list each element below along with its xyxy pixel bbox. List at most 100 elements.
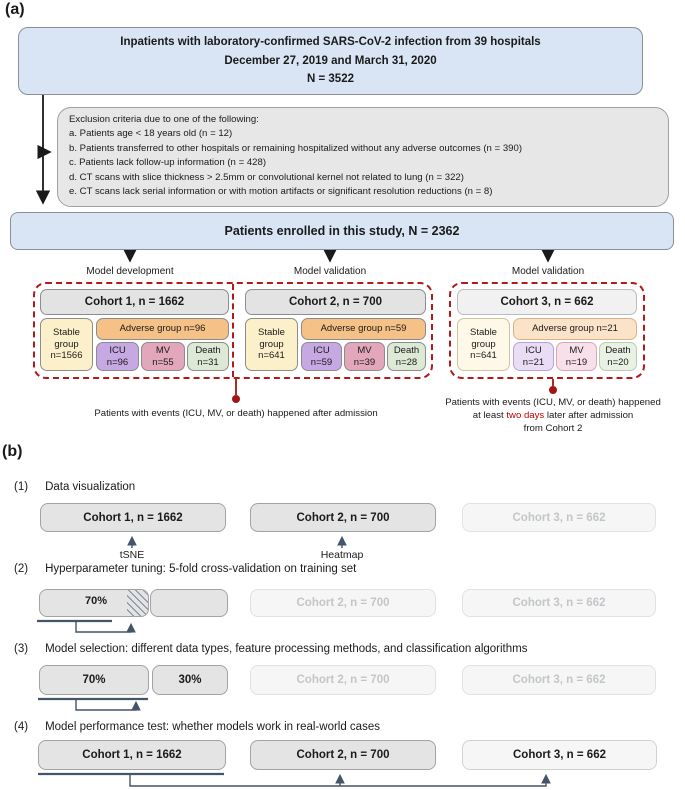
step4-cohort3-box: Cohort 3, n = 662 xyxy=(462,740,657,770)
step3-heading: (3) Model selection: different data type… xyxy=(14,643,527,655)
cohort3-stable-box: Stable group n=641 xyxy=(457,318,510,371)
cohort3-death-label: Death xyxy=(605,344,631,356)
cohort2-title-box: Cohort 2, n = 700 xyxy=(245,289,426,315)
step4-title: Model performance test: whether models w… xyxy=(45,721,380,733)
cohort1-mv-box: MV n=55 xyxy=(141,342,185,371)
cohort2-stable-l1: Stable xyxy=(258,327,285,339)
annotation-cohort3-line1: Patients with events (ICU, MV, or death)… xyxy=(445,397,661,408)
step4-heading: (4) Model performance test: whether mode… xyxy=(14,721,380,733)
inclusion-box: Inpatients with laboratory-confirmed SAR… xyxy=(18,27,643,95)
exclusion-title: Exclusion criteria due to one of the fol… xyxy=(69,114,259,125)
branch-label-validation-2: Model validation xyxy=(511,266,585,277)
annotation-cohort3-line2-post: later after admission xyxy=(544,410,634,422)
bracket-step3 xyxy=(75,699,141,711)
cohort2-death-box: Death n=28 xyxy=(387,342,426,371)
cohort2-icu-box: ICU n=59 xyxy=(301,342,342,371)
cohort1-stable-l1: Stable xyxy=(53,327,80,339)
cohort3-stable-l2: group xyxy=(471,338,496,350)
cohort2-icu-n: n=59 xyxy=(310,356,333,368)
step3-test-box: 30% xyxy=(152,665,228,695)
cohort3-mv-n: n=19 xyxy=(565,356,588,368)
annotation-cohort12: Patients with events (ICU, MV, or death)… xyxy=(94,408,378,419)
step2-title: Hyperparameter tuning: 5-fold cross-vali… xyxy=(45,563,357,575)
cohort3-stable-l1: Stable xyxy=(470,327,497,339)
panel-a-label: (a) xyxy=(5,1,25,18)
cohort1-death-label: Death xyxy=(195,344,221,356)
cohort1-icu-label: ICU xyxy=(109,344,126,356)
step3-cohort2-box: Cohort 2, n = 700 xyxy=(250,665,436,695)
inclusion-line1: Inpatients with laboratory-confirmed SAR… xyxy=(120,36,541,49)
cohort1-icu-n: n=96 xyxy=(106,356,129,368)
cohort3-mv-label: MV xyxy=(569,344,584,356)
step2-test-box xyxy=(150,589,228,617)
dashed-group-cohort3 xyxy=(449,282,645,379)
cohort1-adverse-box: Adverse group n=96 xyxy=(96,318,229,340)
step1-num: (1) xyxy=(14,481,29,493)
callout-dot-cohort12 xyxy=(232,395,240,403)
annotation-cohort3-line2: at least two days later after admission xyxy=(420,409,685,422)
cohort2-death-n: n=28 xyxy=(395,356,418,368)
bracket-step4 xyxy=(129,773,551,787)
step2-cohort2-box: Cohort 2, n = 700 xyxy=(250,589,436,617)
step1-cohort2-box: Cohort 2, n = 700 xyxy=(250,503,436,532)
inclusion-line3: N = 3522 xyxy=(307,73,354,86)
enrolled-box: Patients enrolled in this study, N = 236… xyxy=(10,212,674,250)
step2-heading: (2) Hyperparameter tuning: 5-fold cross-… xyxy=(14,563,356,575)
step1-cohort3-box: Cohort 3, n = 662 xyxy=(462,503,656,532)
dashed-divider-cohort12 xyxy=(232,284,234,377)
cohort2-stable-l2: group xyxy=(259,338,284,350)
step2-num: (2) xyxy=(14,563,29,575)
branch-label-validation-1: Model validation xyxy=(293,266,367,277)
branch-label-development: Model development xyxy=(86,266,174,277)
cohort3-icu-n: n=21 xyxy=(522,356,545,368)
step2-cohort3-box: Cohort 3, n = 662 xyxy=(462,589,656,617)
cohort1-icu-box: ICU n=96 xyxy=(96,342,139,371)
cohort1-mv-n: n=55 xyxy=(152,356,174,368)
annotation-cohort3-line3: from Cohort 2 xyxy=(523,423,583,435)
step4-cohort1-box: Cohort 1, n = 1662 xyxy=(38,740,226,770)
step4-cohort2-box: Cohort 2, n = 700 xyxy=(250,740,436,770)
exclusion-item-d: d. CT scans with slice thickness > 2.5mm… xyxy=(69,171,464,183)
step1-title: Data visualization xyxy=(45,481,136,493)
cohort1-death-n: n=31 xyxy=(197,356,219,368)
cohort3-stable-n: n=641 xyxy=(470,350,497,362)
step1-heading: (1) Data visualization xyxy=(14,481,135,493)
cohort1-stable-l2: group xyxy=(54,338,79,350)
cohort2-mv-box: MV n=39 xyxy=(344,342,385,371)
cohort3-title-box: Cohort 3, n = 662 xyxy=(457,289,637,315)
dashed-group-cohort12 xyxy=(33,282,433,379)
cohort2-death-label: Death xyxy=(393,344,420,356)
cohort2-stable-box: Stable group n=641 xyxy=(245,318,298,371)
validation-fold-hatch xyxy=(127,590,148,616)
annotation-cohort3: Patients with events (ICU, MV, or death)… xyxy=(420,396,685,436)
heatmap-label: Heatmap xyxy=(320,549,364,561)
bracket-step2 xyxy=(75,621,136,633)
cohort1-mv-label: MV xyxy=(155,344,171,356)
tsne-label: tSNE xyxy=(119,549,145,561)
cohort2-stable-n: n=641 xyxy=(258,350,285,362)
inclusion-line2: December 27, 2019 and March 31, 2020 xyxy=(224,54,437,67)
step3-train-box: 70% xyxy=(39,665,149,695)
cohort3-icu-box: ICU n=21 xyxy=(513,342,554,371)
exclusion-item-c: c. Patients lack follow-up information (… xyxy=(69,157,267,169)
exclusion-item-b: b. Patients transferred to other hospita… xyxy=(69,142,523,154)
cohort2-icu-label: ICU xyxy=(313,344,330,356)
step3-num: (3) xyxy=(14,643,29,655)
step4-num: (4) xyxy=(14,721,29,733)
step2-train-pct: 70% xyxy=(84,595,108,607)
panel-b-label: (b) xyxy=(2,443,23,460)
cohort3-death-n: n=20 xyxy=(607,356,629,368)
step3-title: Model selection: different data types, f… xyxy=(45,643,528,655)
cohort3-death-box: Death n=20 xyxy=(599,342,637,371)
cohort2-mv-label: MV xyxy=(357,344,372,356)
cohort3-mv-box: MV n=19 xyxy=(556,342,597,371)
cohort1-title-box: Cohort 1, n = 1662 xyxy=(40,289,229,315)
annotation-cohort3-highlight: two days xyxy=(506,410,545,422)
cohort1-death-box: Death n=31 xyxy=(187,342,229,371)
cohort3-adverse-box: Adverse group n=21 xyxy=(513,318,637,340)
cohort1-stable-n: n=1566 xyxy=(50,350,83,362)
annotation-cohort3-line2-pre: at least xyxy=(472,410,507,422)
cohort3-icu-label: ICU xyxy=(525,344,542,356)
step1-cohort1-box: Cohort 1, n = 1662 xyxy=(40,503,226,532)
